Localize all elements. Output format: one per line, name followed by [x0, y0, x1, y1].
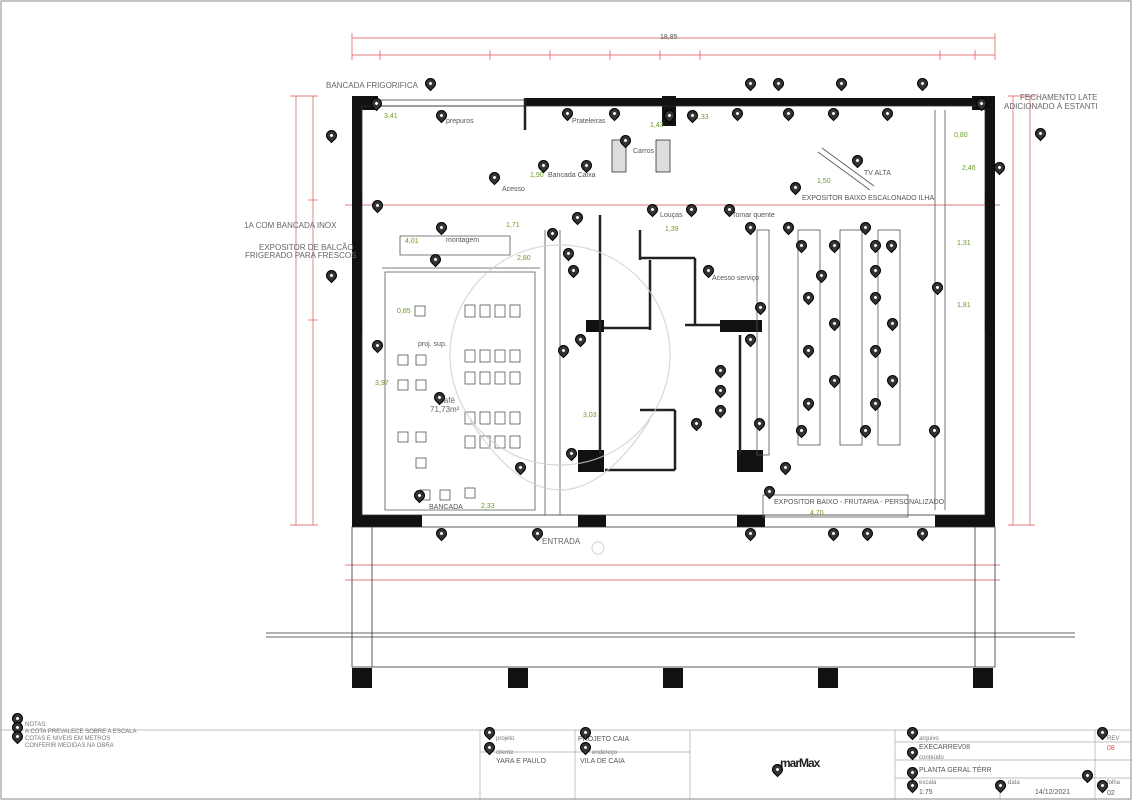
label-bancada-frigorifica: BANCADA FRIGORIFICA	[326, 81, 419, 90]
columns	[352, 192, 995, 472]
dim-green: 3,41	[384, 113, 398, 120]
room-expositor-fruta: EXPOSITOR BAIXO - FRUTARIA - PERSONALIZA…	[774, 499, 945, 506]
tb-data-label: data	[1008, 780, 1020, 786]
room-cafe: Café	[438, 396, 455, 405]
tb-arquivo-value: EXECARREV08	[919, 744, 970, 751]
outer-walls	[352, 96, 995, 527]
tb-endereco-label: endereço	[592, 750, 618, 756]
dim-green: 0,80	[954, 132, 968, 139]
label-fechamento-1: FECHAMENTO LATE	[1020, 93, 1098, 102]
dim-green: 1,39	[665, 226, 679, 233]
tb-rev-value: 08	[1107, 745, 1115, 752]
dim-green: 1,71	[506, 222, 520, 229]
tb-cliente-value: YARA E PAULO	[496, 758, 546, 765]
tb-escala-value: 1:75	[919, 789, 933, 796]
dim-green: 1,33	[695, 114, 709, 121]
dimension-lines-top	[351, 33, 996, 60]
label-fechamento-2: ADICIONADO À ESTANTI	[1004, 102, 1098, 111]
room-carros: Carros	[633, 148, 655, 155]
tb-cliente-label: cliente	[496, 750, 514, 756]
room-expositor-escalonado: EXPOSITOR BAIXO ESCALONADO ILHA	[802, 195, 935, 202]
dim-green: 1,81	[957, 302, 971, 309]
room-prepuros: prepuros	[446, 118, 474, 125]
dim-green: 4,01	[405, 238, 419, 245]
dim-green: 0,85	[397, 308, 411, 315]
dim-green: 1,31	[957, 240, 971, 247]
tb-data-value: 14/12/2021	[1035, 789, 1071, 796]
carts	[611, 139, 671, 173]
label-bancada-inox: 1A COM BANCADA INOX	[244, 221, 337, 230]
room-cafe-area: 71,73m²	[430, 405, 460, 414]
interior-walls	[523, 98, 742, 472]
label-expositor-balcao-2: FRIGERADO PARA FRESCOS	[245, 251, 357, 260]
room-bancada-caixa: Bancada Caixa	[548, 172, 596, 179]
tb-conteudo-label: conteúdo	[919, 755, 944, 761]
dimension-line-mid	[345, 204, 1000, 581]
bottom-columns	[352, 668, 993, 688]
tb-escala-label: escala	[919, 780, 937, 786]
bottom-elevation	[266, 526, 1075, 668]
room-bancada: BANCADA	[429, 504, 463, 511]
notes-title: NOTAS:	[25, 722, 47, 728]
dim-green: 1,50	[817, 178, 831, 185]
notes-line2: COTAS E NIVEIS EM METROS	[25, 736, 111, 742]
tb-arquivo-label: arquivo	[919, 736, 939, 742]
dim-green: 3,03	[583, 412, 597, 419]
tb-conteudo-value: PLANTA GERAL TÉRR	[919, 767, 992, 774]
notes-line1: A COTA PREVALECE SOBRE A ESCALA	[25, 729, 137, 735]
dim-green: 2,80	[517, 255, 531, 262]
tb-folha-label: folha	[1107, 780, 1121, 786]
room-entrada: ENTRADA	[542, 537, 581, 546]
room-tv-alta: TV ALTA	[864, 170, 891, 177]
room-prateleiras: Prateleiras	[572, 118, 606, 125]
room-loucas: Louças	[660, 212, 683, 219]
notes-line3: CONFERIR MEDIDAS NA OBRA	[25, 743, 114, 749]
tb-projeto-value: PROJETO CAIA	[578, 736, 630, 743]
cafe-furniture	[397, 304, 521, 501]
dimension-lines-right	[1008, 95, 1035, 526]
dim-green: 2,46	[962, 165, 976, 172]
dim-green: 1,43	[650, 122, 664, 129]
shelving	[756, 110, 946, 518]
tb-rev-label: REV	[1107, 736, 1120, 742]
cafe-counter	[382, 230, 561, 515]
dim-green: 3,97	[375, 380, 389, 387]
room-tomar-quente: Tomar quente	[732, 212, 775, 219]
dim-green: 4,70	[810, 510, 824, 517]
tb-projeto-label: projeto	[496, 736, 515, 742]
label-expositor-balcao-1: EXPOSITOR DE BALCÃO	[259, 243, 354, 252]
room-acesso-servico: Acesso serviço	[712, 275, 760, 282]
dim-green: 1,90	[530, 172, 544, 179]
dimension-lines-left	[290, 95, 318, 526]
dim-green: 2,33	[481, 503, 495, 510]
brand-logo: marMax	[780, 756, 820, 770]
watermark	[449, 244, 671, 555]
overall-dimension: 18,85	[660, 34, 678, 41]
tb-folha-value: 02	[1107, 790, 1115, 797]
room-montagem: montagem	[446, 237, 480, 244]
room-proj-sup: proj. sup.	[418, 341, 447, 348]
tb-endereco-value: VILA DE CAIA	[580, 758, 625, 765]
room-acesso: Acesso	[502, 186, 525, 193]
title-block-lines	[0, 729, 1132, 800]
